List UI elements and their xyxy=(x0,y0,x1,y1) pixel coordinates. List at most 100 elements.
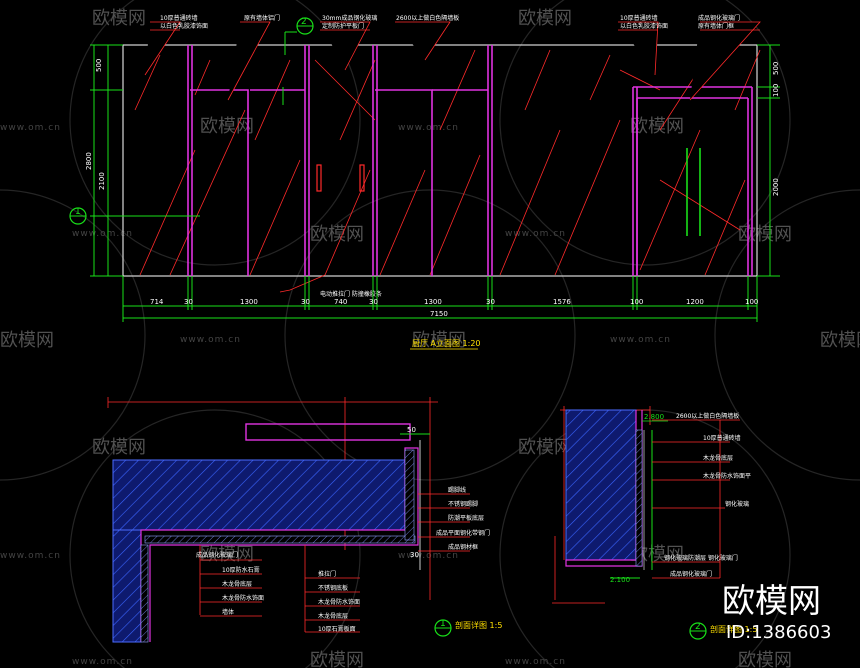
facing-layer-hatch xyxy=(635,429,643,567)
section-1-note: 踢脚线 xyxy=(448,486,466,494)
bottom-dim: 30 xyxy=(184,298,193,306)
watermark-logo: 欧模网 xyxy=(310,224,364,245)
section-1-drawing: 50 30 踢脚线 不锈钢踢脚 防潮平板底层 成品平面钢化带钢门 成品钢材框 xyxy=(107,397,502,643)
bottom-dim: 1300 xyxy=(240,298,258,306)
left-dim: 2100 xyxy=(98,172,106,190)
top-note: 原有墙体门框 xyxy=(698,22,734,30)
section-2-note: 钢化玻璃 xyxy=(725,500,749,508)
section-2-note: 木龙骨防水饰面平 xyxy=(703,472,751,480)
bottom-dim: 1300 xyxy=(424,298,442,306)
bottom-dim: 740 xyxy=(334,298,347,306)
glass-door-pulls xyxy=(686,148,701,236)
section-1-marker: 1 xyxy=(440,619,446,629)
section-1-note: 10厚防水石膏 xyxy=(222,566,260,574)
watermark-url: www.om.cn xyxy=(180,335,241,345)
facing-layer xyxy=(140,447,419,642)
watermark-logo: 欧模网 xyxy=(630,116,684,137)
watermark-logos: 欧模网 欧模网 欧模网 欧模网 欧模网 欧模网 欧模网 欧模网 欧模网 欧模网 … xyxy=(0,8,860,668)
section-2-drawing: 2.800 2.100 2600以上做白色隔墙板 10厚普通砖墙 木龙骨底层 木… xyxy=(552,406,757,640)
elevation-title: 厨厅 A立面图 1:20 xyxy=(412,338,481,348)
brand-id: ID:1386603 xyxy=(726,622,831,643)
section-marker-2: 2 xyxy=(285,17,314,35)
section-1-dim-top: 50 xyxy=(407,426,416,434)
glass-reflection-lines xyxy=(134,44,761,276)
section-1-note: 墙体 xyxy=(222,608,234,616)
watermark-logo: 欧模网 xyxy=(92,8,146,29)
top-note: 2600以上做白色隔墙板 xyxy=(396,14,459,22)
wall-hatch xyxy=(112,459,406,531)
section-1-note: 不锈钢踢脚 xyxy=(448,500,478,508)
elevation-frame xyxy=(122,44,758,277)
section-marker-1: 1 xyxy=(69,207,87,225)
watermark-logo: 欧模网 xyxy=(738,650,792,668)
elevation-drawing: 10厚普通砖墙 以白色乳胶漆饰面 原有墙体铝门 30mm成品钢化玻璃 定制防护平… xyxy=(69,14,780,350)
section-1-note: 木龙骨底层 xyxy=(222,580,252,588)
watermark-logo: 欧模网 xyxy=(92,437,146,458)
wall-hatch xyxy=(565,409,637,561)
section-marker-label: 1 xyxy=(75,207,81,217)
right-dim: 2000 xyxy=(772,178,780,196)
section-1-note: 成品钢化玻璃门 xyxy=(196,551,238,559)
bottom-dim: 30 xyxy=(301,298,310,306)
top-note: 10厚普通砖墙 xyxy=(160,14,198,22)
left-dim: 2800 xyxy=(85,152,93,170)
wall-hatch-vertical xyxy=(112,529,142,643)
section-2-note: 成品钢化玻璃门 xyxy=(670,570,712,578)
door-note: 电动推拉门 防撞橡胶条 xyxy=(320,290,382,298)
watermark-logo: 欧模网 xyxy=(310,650,364,668)
section-1-note: 不锈钢底板 xyxy=(318,584,348,592)
section-2-title: 剖面详图 1:5 xyxy=(710,624,757,634)
section-2-marker: 2 xyxy=(695,622,701,632)
bottom-dim: 1200 xyxy=(686,298,704,306)
watermark-urls: www.om.cn www.om.cn www.om.cn www.om.cn … xyxy=(0,123,671,667)
watermark-logo: 欧模网 xyxy=(738,224,792,245)
section-1-note: 木龙骨底层 xyxy=(318,612,348,620)
top-note-leaders xyxy=(144,21,761,293)
top-note: 定制防护平板门 xyxy=(322,22,364,30)
section-1-dim-bottom: 30 xyxy=(410,551,419,559)
top-note: 以白色乳胶漆饰面 xyxy=(160,22,208,30)
ledge xyxy=(245,423,411,441)
section-1-note: 木龙骨防水饰面 xyxy=(222,594,264,602)
section-1-note: 防潮平板底层 xyxy=(448,514,484,522)
top-note: 原有墙体铝门 xyxy=(244,14,280,22)
top-note: 成品钢化玻璃门 xyxy=(698,14,740,22)
watermark-url: www.om.cn xyxy=(398,123,459,133)
bottom-dim: 100 xyxy=(630,298,643,306)
bottom-dim: 1576 xyxy=(553,298,571,306)
bottom-dim: 714 xyxy=(150,298,164,306)
right-dimension-lines xyxy=(757,44,780,277)
right-dim: 100 xyxy=(772,84,780,97)
watermark-url: www.om.cn xyxy=(0,123,61,133)
bottom-dim: 100 xyxy=(745,298,758,306)
right-dim: 500 xyxy=(772,62,780,75)
section-1-note: 木龙骨防水饰面 xyxy=(318,598,360,606)
watermark-logo: 欧模网 xyxy=(200,116,254,137)
door-handles xyxy=(316,164,365,192)
watermark-logo: 欧模网 xyxy=(0,330,54,351)
watermark-logo: 欧模网 xyxy=(820,330,860,351)
level-top: 2.800 xyxy=(644,413,664,421)
section-1-note: 10厚石膏板面 xyxy=(318,625,356,633)
brand-name: 欧模网 xyxy=(722,581,821,620)
watermark-url: www.om.cn xyxy=(610,335,671,345)
watermark-url: www.om.cn xyxy=(0,551,61,561)
section-1-note-leaders xyxy=(418,493,470,552)
left-dim: 500 xyxy=(95,59,103,72)
section-1-title: 剖面详图 1:5 xyxy=(455,620,502,630)
section-marker-label: 2 xyxy=(301,17,307,27)
section-1-bottom-leaders xyxy=(199,545,360,633)
section-2-note: 10厚普通砖墙 xyxy=(703,434,741,442)
facing-layer-hatch xyxy=(140,544,149,643)
section-1-note: 成品平面钢化带钢门 xyxy=(436,529,490,537)
watermark-url: www.om.cn xyxy=(72,229,133,239)
watermark-url: www.om.cn xyxy=(505,657,566,667)
watermark-logo: 欧模网 xyxy=(518,437,572,458)
section-1-note: 成品钢材框 xyxy=(448,543,478,551)
watermark-logo: 欧模网 xyxy=(630,544,684,565)
section-1-note: 推拉门 xyxy=(318,570,336,578)
top-note: 30mm成品钢化玻璃 xyxy=(322,14,377,22)
brand-overlay: 欧模网 ID:1386603 xyxy=(722,581,831,643)
